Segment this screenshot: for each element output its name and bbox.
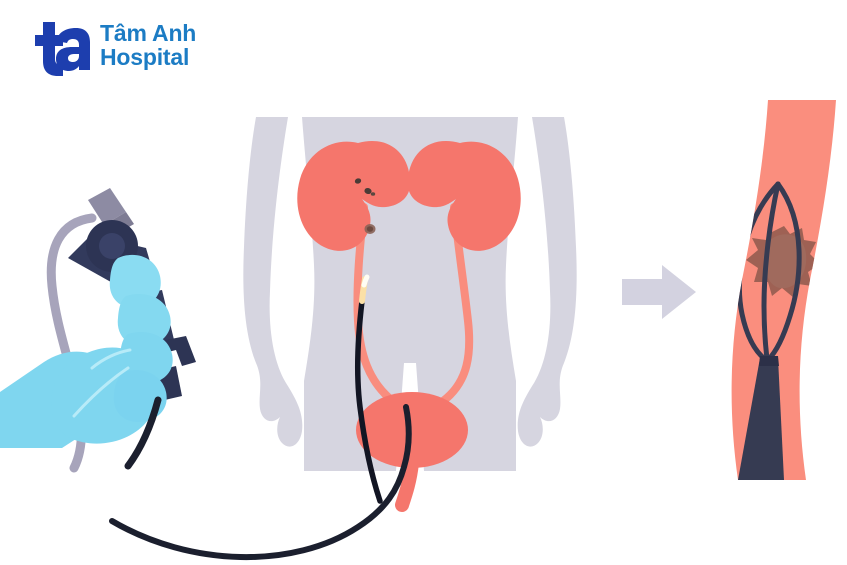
patient-body-panel: [109, 95, 590, 561]
bladder: [356, 392, 468, 468]
scope-cable: [109, 404, 412, 561]
basket-shaft: [738, 358, 784, 480]
left-arm: [243, 117, 303, 447]
scope-inserted-shaft: [355, 298, 383, 504]
control-knob-inner: [99, 233, 125, 259]
ta-monogram-icon: [35, 22, 90, 76]
logo-line-2: Hospital: [100, 44, 190, 70]
scope-tip-highlight: [361, 274, 370, 288]
transition-arrow-panel: [610, 255, 710, 335]
scope-shaft: [124, 396, 162, 470]
basket-shaft-collar: [759, 356, 779, 366]
ureter-lumen: [731, 100, 836, 480]
basket-wires: [736, 181, 802, 363]
logo-line-1: Tâm Anh: [100, 20, 197, 47]
left-kidney: [297, 140, 411, 251]
right-arm: [517, 117, 577, 447]
logo-wordmark: Tâm Anh Hospital: [100, 20, 197, 70]
hospital-logo: Tâm Anh Hospital: [33, 20, 197, 76]
kidney-stones: [354, 178, 376, 234]
stone-highlight: [763, 234, 807, 289]
scope-hand-panel: [0, 100, 240, 500]
urethra: [395, 456, 419, 512]
basket-detail-panel: [720, 100, 847, 480]
right-arrow-icon: [622, 265, 696, 319]
right-kidney: [407, 140, 521, 251]
